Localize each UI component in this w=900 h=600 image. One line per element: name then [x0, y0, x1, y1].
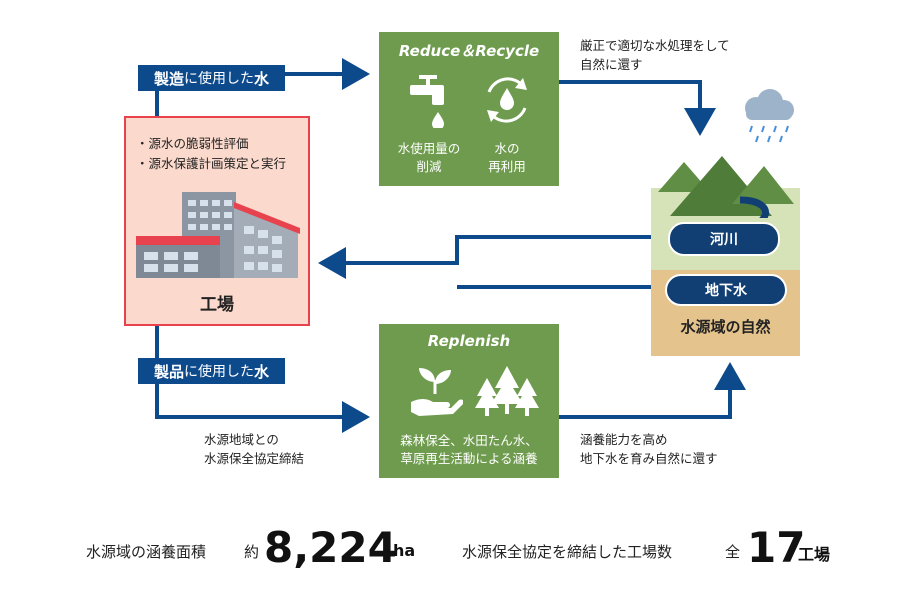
arrow-to-factory — [318, 235, 651, 279]
reduce-recycle-box: Reduce＆Recycle 水使用量の 削減 水の 再利用 — [379, 32, 559, 186]
treatment-note-line: 厳正で適切な水処理をして — [580, 38, 730, 53]
factory-count-prefix: 全 — [725, 543, 741, 561]
recharge-note-line: 涵養能力を高め — [580, 432, 668, 447]
replenish-caption-line: 草原再生活動による涵養 — [400, 451, 538, 466]
product-water-label: 製品 に使用した 水 — [138, 358, 285, 384]
replenish-title: Replenish — [427, 332, 511, 350]
river-label: 河川 — [710, 232, 738, 248]
hand-sprout-icon — [411, 368, 463, 416]
factory-count-value: 17 — [747, 523, 806, 572]
product-mid: に使用した — [184, 364, 254, 380]
river-pill: 河川 — [668, 222, 780, 256]
product-bold: 製品 — [153, 362, 184, 381]
groundwater-label: 地下水 — [705, 283, 747, 299]
replenish-box: Replenish 森林保全、水田たん水、 草原再生活動による涵養 — [379, 324, 559, 478]
manufacturing-mid: に使用した — [184, 71, 254, 87]
factory-bullets: ・源水の脆弱性評価 ・源水保護計画策定と実行 — [136, 134, 286, 174]
mountains-rain-icon — [658, 89, 794, 218]
reduce-caption: 水使用量の 削減 — [391, 140, 467, 176]
arrow-to-nature-bottom — [559, 362, 746, 419]
treatment-note: 厳正で適切な水処理をして 自然に還す — [580, 36, 730, 74]
reduce-recycle-title: Reduce＆Recycle — [398, 42, 540, 60]
factory-building-icon — [136, 192, 300, 278]
recycle-caption-line: 水の — [494, 141, 520, 156]
factory-box: ・源水の脆弱性評価 ・源水保護計画策定と実行 工場 — [124, 116, 310, 326]
area-unit: ha — [393, 541, 416, 560]
factory-title: 工場 — [200, 295, 234, 315]
agreement-note-line: 水源地域との — [204, 432, 279, 447]
area-label: 水源域の涵養面積 — [86, 543, 207, 561]
factory-count-label: 水源保全協定を締結した工場数 — [462, 543, 673, 561]
faucet-icon — [410, 75, 444, 128]
recharge-note-line: 地下水を育み自然に還す — [580, 451, 718, 466]
replenish-caption: 森林保全、水田たん水、 草原再生活動による涵養 — [379, 432, 559, 468]
agreement-note-line: 水源保全協定締結 — [204, 451, 305, 466]
manufacturing-bold2: 水 — [254, 69, 270, 88]
replenish-caption-line: 森林保全、水田たん水、 — [400, 433, 538, 448]
area-value: 8,224 — [264, 523, 397, 572]
area-prefix: 約 — [244, 543, 260, 561]
product-bold2: 水 — [254, 362, 270, 381]
recycle-water-icon — [487, 77, 527, 123]
reduce-caption-line: 削減 — [416, 159, 442, 174]
recharge-note: 涵養能力を高め 地下水を育み自然に還す — [580, 430, 718, 468]
groundwater-pill: 地下水 — [665, 274, 787, 306]
recycle-caption: 水の 再利用 — [475, 140, 539, 176]
treatment-note-line: 自然に還す — [580, 57, 643, 72]
trees-icon — [475, 366, 539, 416]
agreement-note: 水源地域との 水源保全協定締結 — [204, 430, 304, 468]
factory-bullet: ・源水の脆弱性評価 — [136, 136, 249, 151]
factory-bullet: ・源水保護計画策定と実行 — [136, 156, 287, 171]
factory-count-unit: 工場 — [798, 545, 831, 564]
nature-title: 水源域の自然 — [680, 318, 771, 336]
arrow-to-replenish — [155, 326, 370, 433]
manufacturing-bold: 製造 — [153, 69, 184, 88]
recycle-caption-line: 再利用 — [488, 159, 526, 174]
manufacturing-water-label: 製造 に使用した 水 — [138, 65, 285, 91]
reduce-caption-line: 水使用量の — [397, 141, 461, 156]
arrow-to-nature-top — [559, 80, 716, 136]
